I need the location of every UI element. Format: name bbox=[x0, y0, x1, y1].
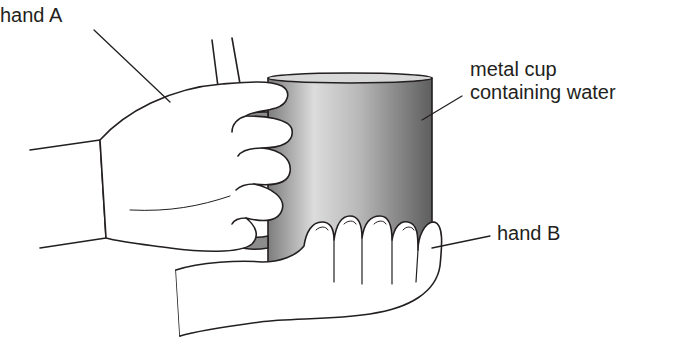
fingernail bbox=[403, 227, 414, 230]
fingernail bbox=[344, 221, 356, 224]
leader-line bbox=[432, 236, 490, 248]
finger-line bbox=[391, 240, 392, 284]
finger-line bbox=[333, 240, 334, 282]
cup-rim bbox=[268, 73, 432, 83]
hand-b bbox=[176, 216, 442, 336]
fingernail bbox=[316, 227, 328, 230]
finger-line bbox=[236, 184, 254, 190]
finger-line bbox=[232, 218, 246, 224]
finger-line bbox=[361, 238, 362, 284]
part-label: hand B bbox=[497, 222, 617, 245]
part-label: metal cup containing water bbox=[470, 58, 642, 104]
finger-line bbox=[416, 250, 418, 282]
finger-line bbox=[232, 116, 246, 132]
hand-a bbox=[100, 82, 292, 251]
finger-line bbox=[238, 148, 262, 156]
fingernail bbox=[374, 221, 386, 224]
leader-line bbox=[94, 30, 170, 102]
sleeve bbox=[30, 140, 106, 248]
hand-shade-line bbox=[130, 196, 230, 210]
leader-line bbox=[422, 96, 462, 120]
part-label: hand A bbox=[0, 4, 120, 27]
